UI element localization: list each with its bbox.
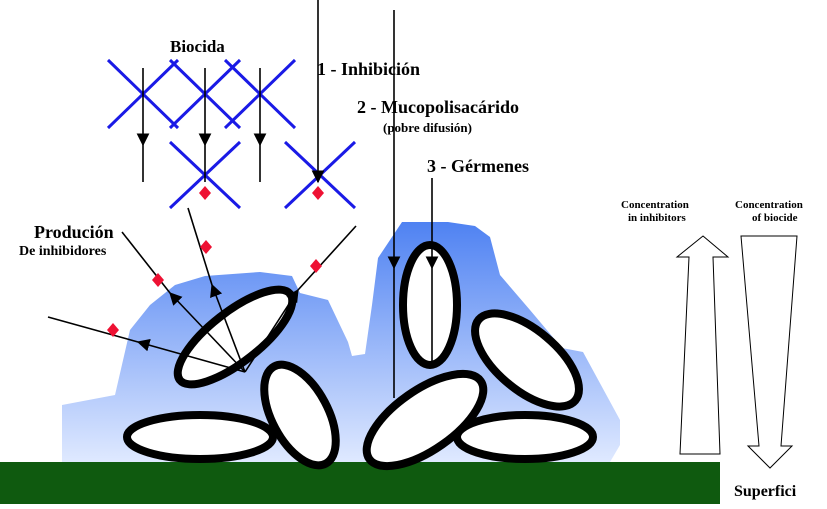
hollow-arrow-up-icon — [677, 236, 728, 454]
hollow-arrow-down-icon — [741, 236, 797, 468]
biocide-concentration-label-line1: Concentration — [735, 200, 803, 211]
inhibitors-label: De inhibidores — [19, 245, 106, 259]
bacterium-cell — [457, 415, 593, 459]
x-cross-icon — [285, 142, 355, 208]
red-diamond-icon — [312, 186, 324, 200]
inhibitor-arrow — [122, 232, 170, 293]
biocide-concentration-label-line2: of biocide — [752, 213, 798, 224]
surface-strip — [0, 462, 720, 504]
surface-label: Superfici — [734, 484, 796, 500]
germs-label: 3 - Gérmenes — [427, 157, 529, 175]
red-diamond-icon — [310, 259, 322, 273]
bacterium-cell — [127, 415, 273, 459]
inhibitor-arrow — [48, 317, 138, 342]
inhibition-label: 1 - Inhibición — [317, 60, 420, 78]
mucopolysaccharide-label: 2 - Mucopolisacárido — [357, 98, 519, 116]
poor-diffusion-label: (pobre difusión) — [383, 121, 472, 134]
red-diamond-icon — [107, 323, 119, 337]
red-diamond-icon — [152, 273, 164, 287]
red-diamond-icon — [199, 186, 211, 200]
inhibitor-arrow — [298, 226, 356, 290]
inhibitor-concentration-label-line2: in inhibitors — [628, 213, 686, 224]
biocide-label: Biocida — [170, 38, 225, 55]
bacterium-cell — [403, 245, 457, 365]
inhibitor-concentration-label-line1: Concentration — [621, 200, 689, 211]
inhibitor-production-label: Produción — [34, 223, 114, 241]
